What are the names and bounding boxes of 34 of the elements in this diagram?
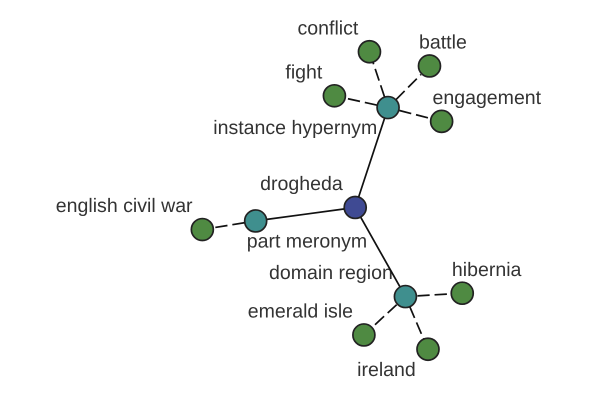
node-label: hibernia <box>452 258 522 280</box>
connector <box>266 208 344 220</box>
node-label: emerald isle <box>248 300 354 322</box>
connector <box>360 216 400 286</box>
node-label: english civil war <box>56 194 193 217</box>
node-circle <box>343 195 368 219</box>
node-circle <box>430 109 454 133</box>
connector <box>346 96 377 106</box>
node-label: domain region <box>269 262 393 284</box>
node-circle <box>358 39 382 64</box>
node-circle <box>352 322 376 346</box>
connector <box>395 73 422 100</box>
node-circle <box>244 208 268 232</box>
node-circle <box>376 95 400 119</box>
node-circle <box>450 280 474 305</box>
node-label: drogheda <box>260 172 343 195</box>
node-label: instance hypernym <box>213 116 378 139</box>
node-circle <box>322 83 346 108</box>
node-label: fight <box>285 60 322 83</box>
node-label: engagement <box>432 86 542 109</box>
connector <box>358 118 386 197</box>
node-circle <box>190 217 214 241</box>
connector <box>409 306 424 339</box>
connector <box>372 304 398 328</box>
node-label: conflict <box>298 16 358 39</box>
node-label: battle <box>419 31 467 54</box>
node-circle <box>416 336 440 361</box>
connector <box>372 62 386 97</box>
node-label: ireland <box>357 358 416 380</box>
node-label: part meronym <box>246 230 368 252</box>
connector <box>399 109 430 119</box>
node-circle <box>418 54 442 78</box>
node-circle <box>394 284 418 308</box>
connector <box>214 221 244 228</box>
